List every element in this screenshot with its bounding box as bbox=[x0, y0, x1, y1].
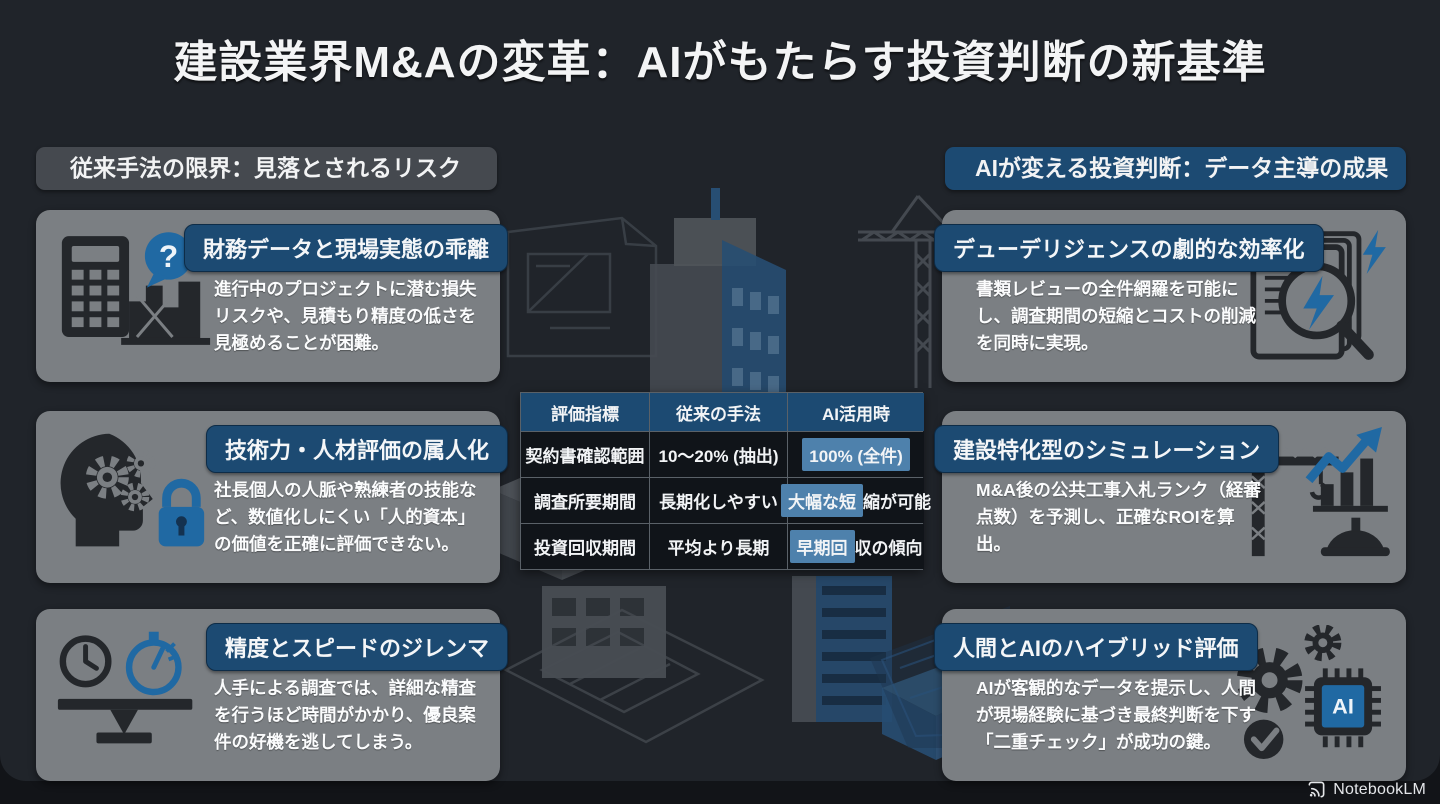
table-cell-ai: 大幅な短縮が可能 bbox=[781, 478, 931, 523]
table-cell-metric: 投資回収期間 bbox=[521, 524, 649, 569]
left-section-header: 従来手法の限界：見落とされるリスク bbox=[36, 147, 497, 190]
card-hybrid-evaluation: AI 人間とAIのハイブリッド評価 AIが客観的なデータを提示し、人間が現場経験… bbox=[934, 609, 1406, 781]
table-cell-traditional: 長期化しやすい bbox=[650, 478, 787, 523]
head-gears-lock-icon bbox=[60, 433, 205, 547]
document-search-bolt-icon bbox=[1250, 229, 1386, 360]
notebooklm-logo-icon bbox=[1308, 781, 1325, 798]
table-header-metric: 評価指標 bbox=[521, 393, 649, 431]
highlight-text: 早期回 bbox=[789, 530, 855, 563]
table-cell-metric: 調査所要期間 bbox=[521, 478, 649, 523]
table-cell-ai: 早期回収の傾向 bbox=[788, 524, 924, 569]
card-body-text: 進行中のプロジェクトに潜む損失リスクや、見積もり精度の低さを見極めることが困難。 bbox=[214, 279, 477, 354]
card-simulation: 建設特化型のシミュレーション M&A後の公共工事入札ランク（経審点数）を予測し、… bbox=[934, 411, 1406, 583]
calculator-building-question-icon: ? bbox=[61, 232, 211, 345]
question-mark-glyph: ? bbox=[159, 238, 178, 274]
card-body-text: 人手による調査では、詳細な精査を行うほど時間がかかり、優良案件の好機を逃してしま… bbox=[214, 678, 476, 753]
card-title-pill: 財務データと現場実態の乖離 bbox=[183, 224, 508, 272]
card-title-pill: 精度とスピードのジレンマ bbox=[205, 623, 508, 671]
plain-text: 縮が可能 bbox=[863, 493, 931, 512]
card-title-pill: 技術力・人材評価の属人化 bbox=[205, 425, 508, 473]
card-financial-gap: ? 財務データと現場実態の乖離 進行中のプロジェクトに潜む損失リスクや、見積もり… bbox=[36, 210, 508, 382]
table-cell-traditional: 10〜20% (抽出) bbox=[650, 432, 787, 477]
card-title-pill: 人間とAIのハイブリッド評価 bbox=[934, 623, 1258, 671]
table-cell-metric: 契約書確認範囲 bbox=[521, 432, 649, 477]
card-due-diligence: デューデリジェンスの劇的な効率化 書類レビューの全件網羅を可能にし、調査期間の短… bbox=[934, 210, 1406, 382]
highlight-text: 大幅な短 bbox=[781, 484, 863, 517]
plain-text: 収の傾向 bbox=[854, 539, 923, 558]
card-body-text: 書類レビューの全件網羅を可能にし、調査期間の短縮とコストの削減を同時に実現。 bbox=[976, 279, 1256, 354]
table-cell-ai: 100% (全件) bbox=[788, 432, 924, 477]
footer-brand-text: NotebookLM bbox=[1333, 780, 1426, 798]
card-human-capital: 技術力・人材評価の属人化 社長個人の人脈や熟練者の技能など、数値化しにくい「人的… bbox=[36, 411, 508, 583]
ai-chip-label: AI bbox=[1332, 694, 1354, 719]
card-body-text: M&A後の公共工事入札ランク（経審点数）を予測し、正確なROIを算出。 bbox=[976, 480, 1261, 555]
card-body-text: 社長個人の人脈や熟練者の技能など、数値化しにくい「人的資本」の価値を正確に評価で… bbox=[214, 480, 477, 555]
balance-scale-clock-icon bbox=[57, 631, 193, 744]
card-title-pill: 建設特化型のシミュレーション bbox=[934, 425, 1280, 473]
table-header-ai: AI活用時 bbox=[788, 393, 924, 431]
table-header-traditional: 従来の手法 bbox=[650, 393, 787, 431]
right-section-header: AIが変える投資判断：データ主導の成果 bbox=[945, 147, 1406, 190]
table-cell-traditional: 平均より長期 bbox=[650, 524, 787, 569]
gears-ai-chip-check-icon: AI bbox=[1226, 625, 1381, 760]
crane-growth-chart-icon bbox=[1230, 427, 1390, 557]
card-body-text: AIが客観的なデータを提示し、人間が現場経験に基づき最終判断を下す「二重チェック… bbox=[976, 678, 1256, 753]
card-title-pill: デューデリジェンスの劇的な効率化 bbox=[934, 224, 1324, 272]
card-speed-dilemma: 精度とスピードのジレンマ 人手による調査では、詳細な精査を行うほど時間がかかり、… bbox=[36, 609, 508, 781]
comparison-table: 評価指標 従来の手法 AI活用時 契約書確認範囲 10〜20% (抽出) 100… bbox=[520, 392, 931, 570]
highlight-text: 100% (全件) bbox=[802, 438, 910, 471]
footer-brand: NotebookLM bbox=[1307, 780, 1426, 799]
page-title: 建設業界M&Aの変革：AIがもたらす投資判断の新基準 bbox=[173, 38, 1267, 87]
